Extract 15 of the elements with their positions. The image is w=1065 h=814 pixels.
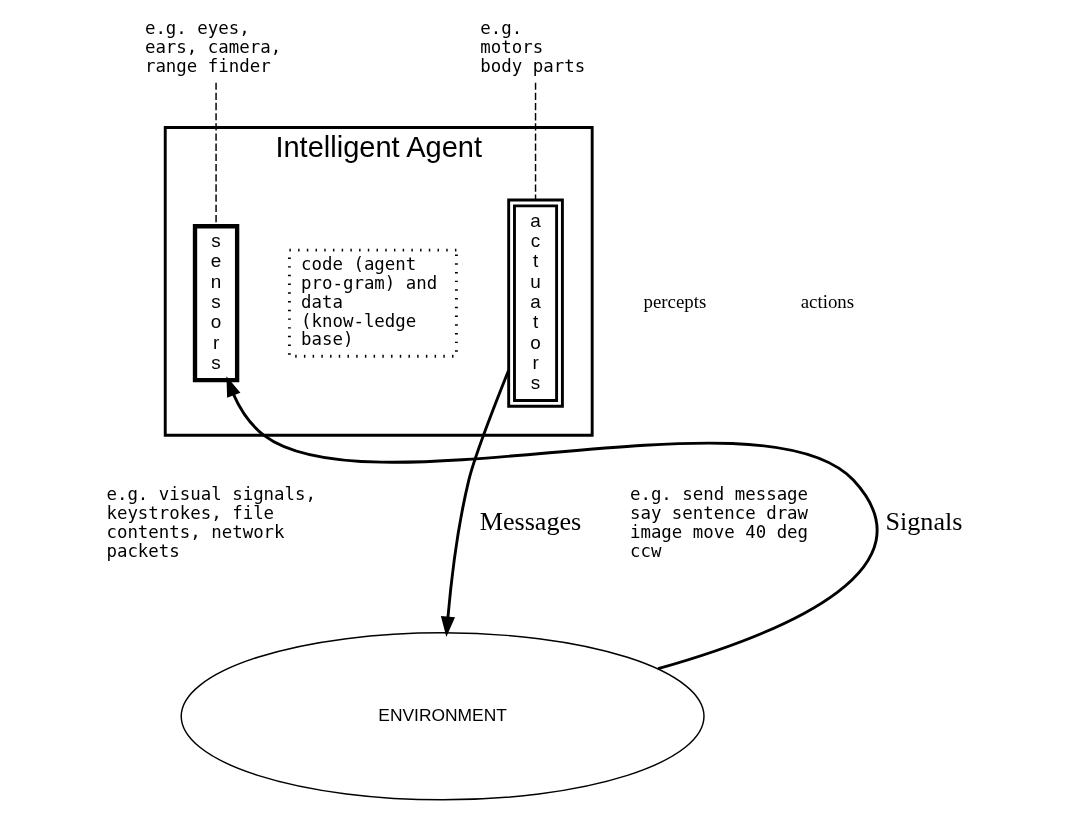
node-box: code (agent pro-gram) and data (know-ledge base) [287,248,458,358]
label: e.g. send message say sentence draw image move 40 deg ccw [629,484,808,561]
label: percepts [643,291,706,313]
edge-label: Signals [885,507,962,537]
arrow [225,376,878,671]
connector [534,81,536,201]
node-box: actuators [506,198,564,408]
node-box: sensors [192,224,239,383]
node-text: e.g. motors body parts [479,17,585,76]
arrow [440,369,510,637]
label: e.g. visual signals, keystrokes, file contents, network packets [105,484,316,561]
node-ellipse: ENVIRONMENT [180,632,705,801]
edge-label: Messages [479,507,581,537]
label: actions [800,291,854,313]
node-text: e.g. eyes, ears, camera, range finder [144,17,281,76]
